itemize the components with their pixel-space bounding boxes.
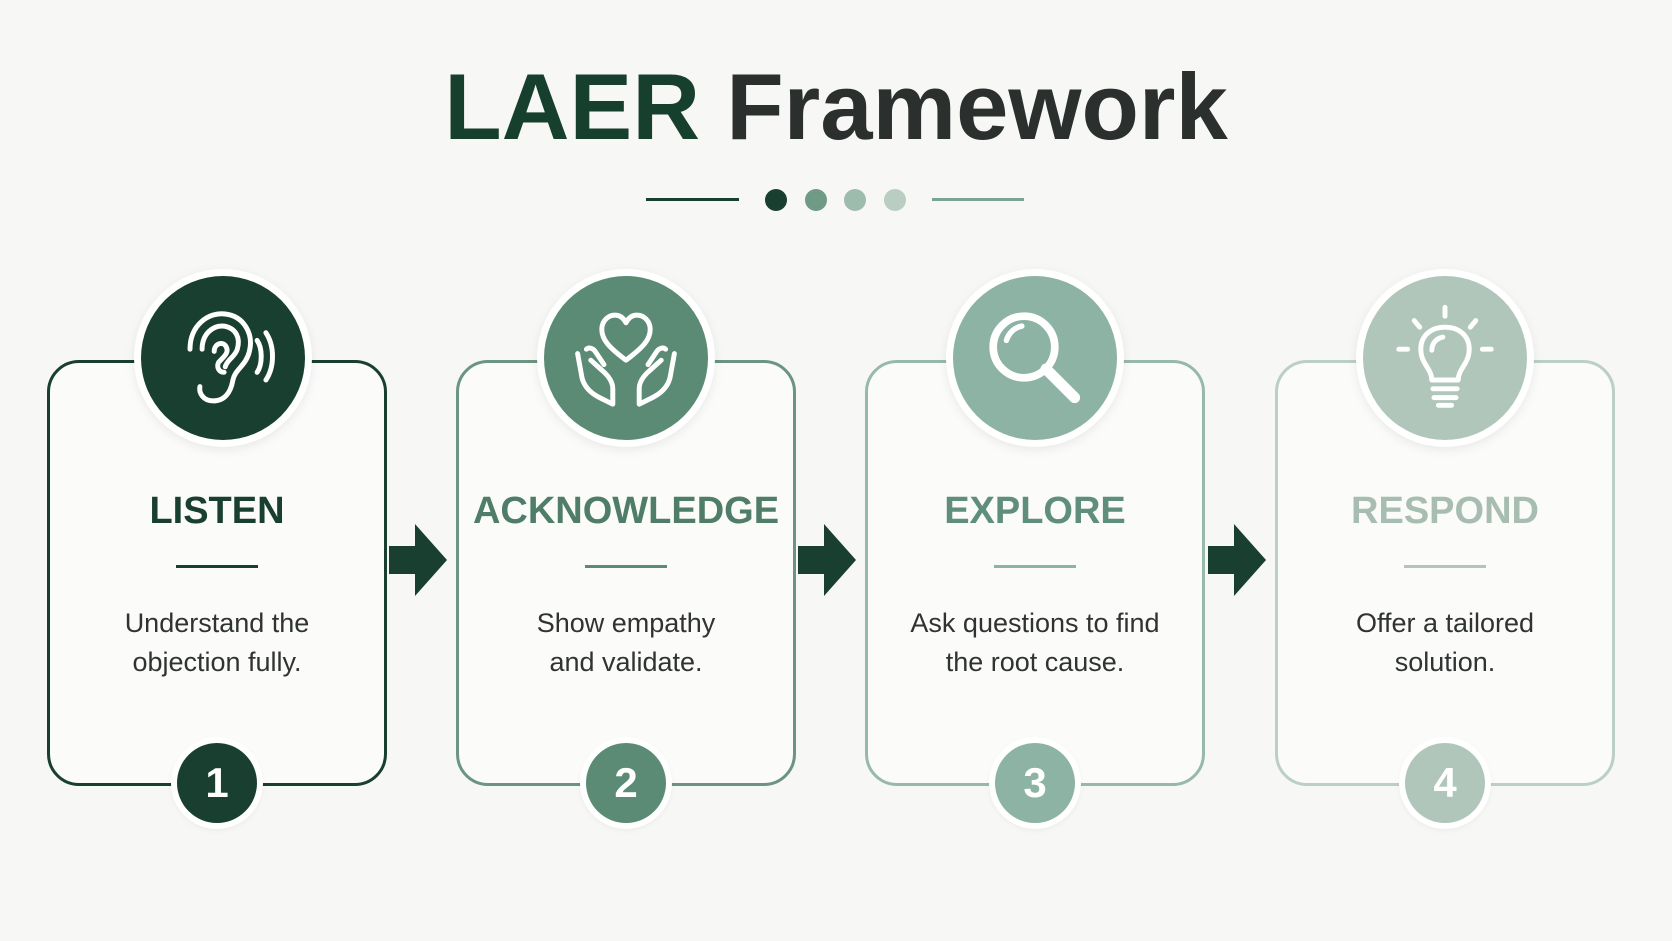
arrow-right-icon bbox=[798, 524, 856, 596]
step-rule-respond bbox=[1404, 565, 1486, 568]
divider-dot-1 bbox=[765, 189, 787, 211]
step-desc-line: solution. bbox=[1394, 647, 1496, 677]
step-desc-acknowledge: Show empathy and validate. bbox=[456, 604, 796, 682]
step-desc-line: the root cause. bbox=[945, 647, 1125, 677]
title-part-laer: LAER bbox=[444, 54, 701, 159]
step-desc-line: Ask questions to find bbox=[910, 608, 1160, 638]
ear-icon bbox=[187, 311, 275, 404]
step-desc-listen: Understand the objection fully. bbox=[47, 604, 387, 682]
arrow-right-icon bbox=[1208, 524, 1266, 596]
page-title: LAER Framework bbox=[0, 52, 1672, 162]
step-rule-listen bbox=[176, 565, 258, 568]
heart-hands-icon bbox=[575, 312, 677, 407]
step-rule-explore bbox=[994, 565, 1076, 568]
divider-dot-2 bbox=[805, 189, 827, 211]
lightbulb-icon bbox=[1396, 304, 1494, 408]
step-title-explore: EXPLORE bbox=[944, 490, 1126, 532]
step-title-acknowledge: ACKNOWLEDGE bbox=[472, 490, 780, 532]
step-icon-circle-listen bbox=[141, 276, 305, 440]
divider-line-right bbox=[932, 198, 1024, 201]
divider-dot-4 bbox=[884, 189, 906, 211]
step-icon-circle-explore bbox=[953, 276, 1117, 440]
title-divider bbox=[0, 188, 1672, 212]
step-desc-explore: Ask questions to find the root cause. bbox=[865, 604, 1205, 682]
step-icon-circle-respond bbox=[1363, 276, 1527, 440]
step-desc-line: and validate. bbox=[549, 647, 703, 677]
magnifier-icon bbox=[989, 312, 1081, 404]
step-desc-line: Show empathy bbox=[536, 608, 716, 638]
step-title-listen: LISTEN bbox=[149, 490, 285, 532]
step-number-1: 1 bbox=[177, 743, 257, 823]
title-part-framework: Framework bbox=[726, 54, 1228, 159]
step-title-respond: RESPOND bbox=[1351, 490, 1539, 532]
divider-line-left bbox=[646, 198, 739, 201]
step-desc-respond: Offer a tailored solution. bbox=[1275, 604, 1615, 682]
step-rule-acknowledge bbox=[585, 565, 667, 568]
divider-dot-3 bbox=[844, 189, 866, 211]
step-number-2: 2 bbox=[586, 743, 666, 823]
step-number-4: 4 bbox=[1405, 743, 1485, 823]
step-icon-circle-acknowledge bbox=[544, 276, 708, 440]
step-number-3: 3 bbox=[995, 743, 1075, 823]
arrow-right-icon bbox=[389, 524, 447, 596]
step-desc-line: Understand the bbox=[124, 608, 310, 638]
step-desc-line: Offer a tailored bbox=[1355, 608, 1535, 638]
step-desc-line: objection fully. bbox=[132, 647, 302, 677]
